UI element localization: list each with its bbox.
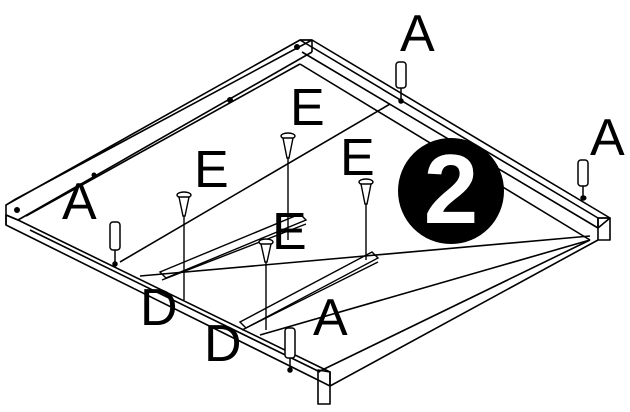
screw-middle xyxy=(258,238,274,330)
cam-bolts xyxy=(109,61,589,373)
cam-bolt-top-right xyxy=(395,61,407,104)
label-a-bottom: A xyxy=(313,289,348,347)
label-a-top-right: A xyxy=(400,5,435,63)
label-e-right: E xyxy=(340,129,375,187)
label-e-left: E xyxy=(194,141,229,199)
screws xyxy=(176,132,374,330)
rail-channels xyxy=(158,213,380,331)
label-d-upper: D xyxy=(140,279,178,337)
label-a-right: A xyxy=(590,109,625,167)
cam-bolt-right xyxy=(577,159,589,201)
label-d-lower: D xyxy=(204,315,242,373)
cam-bolt-bottom xyxy=(284,327,296,373)
screw-left xyxy=(176,191,192,300)
label-e-middle: E xyxy=(272,203,307,261)
cam-bolt-left xyxy=(109,221,121,267)
screw-top xyxy=(280,132,296,240)
label-a-left: A xyxy=(62,173,97,231)
label-e-top: E xyxy=(290,79,325,137)
screw-right xyxy=(358,178,374,260)
step-number-badge: 2 xyxy=(398,138,504,244)
step-number: 2 xyxy=(423,134,479,244)
